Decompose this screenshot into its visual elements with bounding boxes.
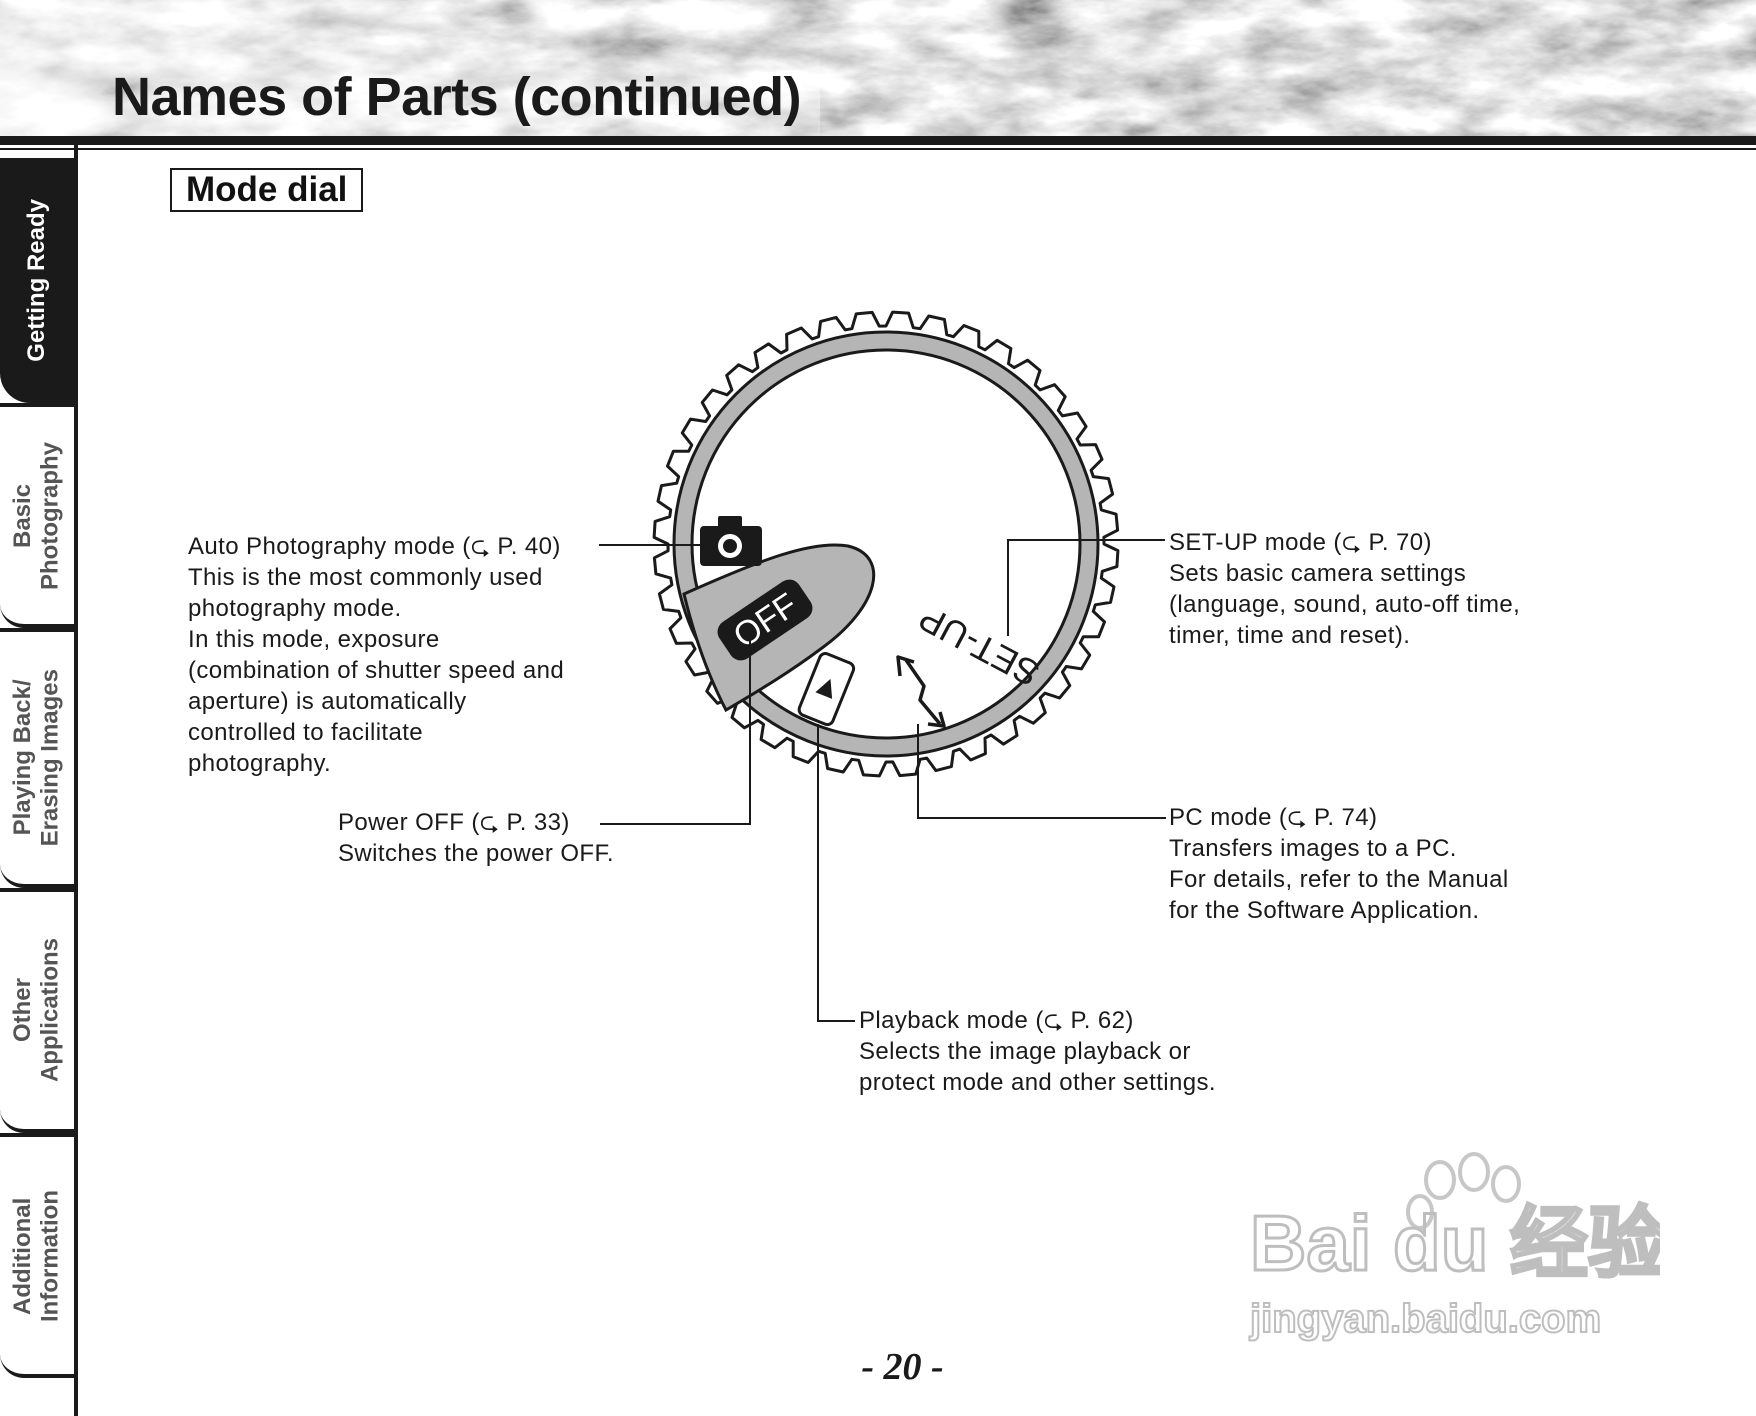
- callout-title-text: SET-UP mode (: [1169, 529, 1342, 556]
- tab-other-applications[interactable]: Other Applications: [0, 888, 74, 1133]
- callout-title-text: PC mode (: [1169, 804, 1288, 831]
- camera-icon: [700, 516, 762, 566]
- callout-line: Switches the power OFF.: [338, 840, 614, 867]
- paw-icon: [1406, 1152, 1521, 1230]
- tab-additional-information[interactable]: Additional Information: [0, 1133, 74, 1378]
- leader-pc: [917, 724, 1166, 819]
- callout-title-text: Power OFF (: [338, 809, 480, 836]
- leader-lines: [599, 539, 1166, 1022]
- page-ref-icon: ⮎: [1341, 529, 1369, 556]
- callout-power-off: Power OFF (⮎ P. 33) Switches the power O…: [338, 807, 614, 869]
- sidebar-divider: [74, 145, 78, 1416]
- callout-auto-photography: Auto Photography mode (⮎ P. 40) This is …: [188, 531, 564, 779]
- callout-title-text: Auto Photography mode (: [188, 533, 471, 560]
- page-ref-icon: ⮎: [479, 809, 507, 836]
- page-number: - 20 -: [861, 1346, 944, 1388]
- leader-playback: [817, 724, 855, 1022]
- callout-line: protect mode and other settings.: [859, 1069, 1217, 1096]
- page-ref-icon: ⮎: [1043, 1007, 1071, 1034]
- callout-line: Transfers images to a PC.: [1169, 835, 1457, 862]
- watermark-brand: Bai du 经验: [1250, 1199, 1660, 1287]
- header-banner: [0, 0, 1756, 136]
- callout-line: Sets basic camera settings: [1169, 560, 1467, 587]
- callout-line: For details, refer to the Manual: [1169, 866, 1509, 893]
- baidu-watermark: Bai du 经验 jingyan.baidu.com: [1248, 1152, 1660, 1342]
- page-ref[interactable]: P. 40): [497, 533, 561, 560]
- callout-title-text: Playback mode (: [859, 1007, 1044, 1034]
- callout-line: aperture) is automatically: [188, 688, 467, 715]
- page-ref-icon: ⮎: [470, 533, 498, 560]
- callout-line: (combination of shutter speed and: [188, 657, 565, 684]
- tab-getting-ready[interactable]: Getting Ready: [0, 158, 74, 403]
- callout-line: for the Software Application.: [1169, 897, 1480, 924]
- tab-playing-back[interactable]: Playing Back/ Erasing Images: [0, 628, 74, 888]
- callout-line: This is the most commonly used: [188, 564, 543, 591]
- callout-setup-mode: SET-UP mode (⮎ P. 70) Sets basic camera …: [1169, 527, 1520, 651]
- header-rule-thin: [0, 148, 1756, 150]
- callout-line: In this mode, exposure: [188, 626, 440, 653]
- callout-title: Playback mode (⮎ P. 62): [859, 1005, 1216, 1036]
- page-title: Names of Parts (continued): [112, 67, 802, 127]
- page-ref[interactable]: P. 70): [1368, 529, 1432, 556]
- callout-line: Selects the image playback or: [859, 1038, 1191, 1065]
- callout-line: photography mode.: [188, 595, 402, 622]
- callout-title: Auto Photography mode (⮎ P. 40): [188, 531, 564, 562]
- pc-connection-icon: [896, 655, 946, 728]
- playback-icon: [797, 652, 856, 727]
- header-rule: [0, 136, 1756, 145]
- watermark-url: jingyan.baidu.com: [1249, 1297, 1601, 1341]
- leader-setup: [1007, 539, 1165, 636]
- callout-pc-mode: PC mode (⮎ P. 74) Transfers images to a …: [1169, 802, 1509, 926]
- page-ref[interactable]: P. 62): [1070, 1007, 1134, 1034]
- callout-line: controlled to facilitate: [188, 719, 424, 746]
- callout-playback-mode: Playback mode (⮎ P. 62) Selects the imag…: [859, 1005, 1216, 1098]
- callout-title: SET-UP mode (⮎ P. 70): [1169, 527, 1520, 558]
- callout-line: photography.: [188, 750, 332, 777]
- tab-basic-photography[interactable]: Basic Photography: [0, 403, 74, 628]
- section-heading: Mode dial: [170, 168, 364, 212]
- page-ref[interactable]: P. 33): [506, 809, 570, 836]
- callout-title: PC mode (⮎ P. 74): [1169, 802, 1509, 833]
- callout-line: timer, time and reset).: [1169, 622, 1411, 649]
- callout-title: Power OFF (⮎ P. 33): [338, 807, 614, 838]
- page-ref-icon: ⮎: [1287, 804, 1315, 831]
- page-ref[interactable]: P. 74): [1314, 804, 1378, 831]
- callout-line: (language, sound, auto-off time,: [1169, 591, 1521, 618]
- leader-power-off: [600, 630, 751, 825]
